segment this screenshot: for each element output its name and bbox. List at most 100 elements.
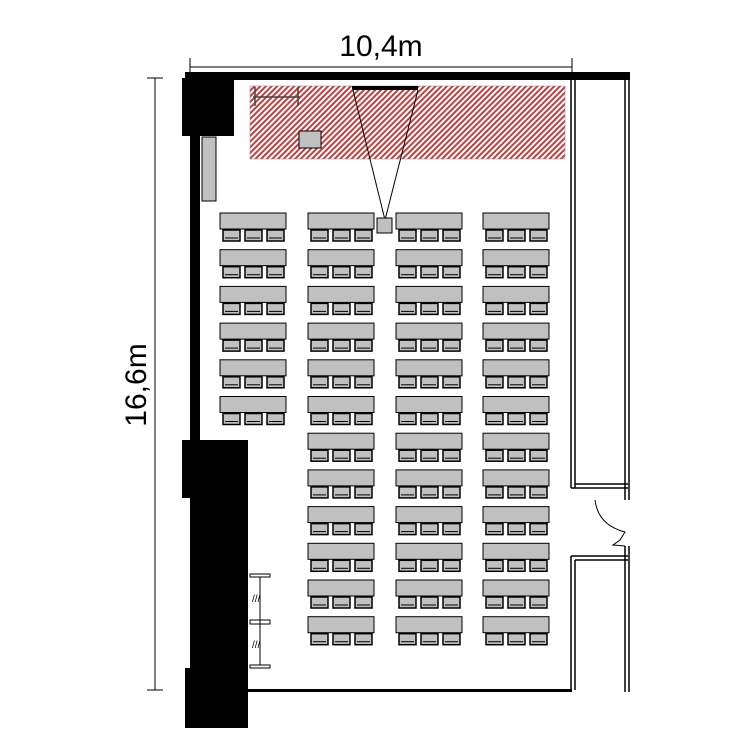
chair [420, 376, 439, 389]
desk [395, 506, 463, 524]
desk [307, 506, 375, 524]
chair [354, 596, 373, 609]
desk-unit [482, 359, 550, 389]
desk [307, 212, 375, 230]
desk-unit [219, 322, 287, 352]
desk-unit [395, 212, 463, 242]
desk [482, 579, 550, 597]
desk-unit [395, 249, 463, 279]
chair [507, 376, 526, 389]
chair [442, 376, 461, 389]
chair [529, 339, 548, 352]
chair [310, 449, 329, 462]
chair [354, 559, 373, 573]
desk-unit [482, 432, 550, 462]
chair [485, 522, 504, 536]
chair [266, 376, 285, 389]
chair [310, 376, 329, 389]
desk-unit [482, 579, 550, 609]
desk-layout [219, 212, 550, 646]
desk-unit [482, 285, 550, 316]
desk-unit [395, 542, 463, 573]
desk [307, 579, 375, 597]
chair [332, 229, 351, 242]
chair [420, 229, 439, 242]
chair [398, 632, 417, 646]
chair [485, 559, 504, 573]
chair [244, 339, 263, 352]
chair [266, 339, 285, 352]
chair [266, 412, 285, 426]
desk [307, 542, 375, 560]
desk-unit [482, 249, 550, 279]
desk-unit [307, 396, 375, 426]
chair [310, 412, 329, 426]
desk [482, 212, 550, 230]
desk [482, 432, 550, 450]
chair [529, 486, 548, 499]
chair [332, 449, 351, 462]
chair [398, 522, 417, 536]
chair [354, 265, 373, 279]
chair [529, 522, 548, 536]
desk-unit [307, 359, 375, 389]
chair [332, 339, 351, 352]
desk [482, 322, 550, 340]
desk-unit [307, 322, 375, 352]
chair [420, 449, 439, 462]
chair [332, 302, 351, 316]
chair [222, 302, 241, 316]
chair [420, 632, 439, 646]
desk [307, 396, 375, 413]
door-swing [594, 499, 626, 547]
chair [529, 229, 548, 242]
chair [398, 376, 417, 389]
desk-unit [307, 579, 375, 609]
desk [395, 359, 463, 377]
chair [398, 339, 417, 352]
chair [354, 522, 373, 536]
chair [310, 522, 329, 536]
desk [307, 249, 375, 267]
chair [222, 265, 241, 279]
chair [244, 376, 263, 389]
desk [395, 616, 463, 634]
width-dimension: 10,4m [189, 30, 573, 76]
desk-unit [307, 542, 375, 573]
chair [507, 632, 526, 646]
chair [222, 376, 241, 389]
desk [307, 616, 375, 634]
chair [332, 265, 351, 279]
chair [420, 596, 439, 609]
chair [529, 265, 548, 279]
desk-unit [307, 469, 375, 499]
chair [420, 412, 439, 426]
chair [354, 412, 373, 426]
chair [398, 412, 417, 426]
chair [398, 486, 417, 499]
chair [222, 339, 241, 352]
chair [398, 559, 417, 573]
chair [354, 632, 373, 646]
chair [485, 302, 504, 316]
chair [507, 412, 526, 426]
chair [507, 339, 526, 352]
desk-unit [395, 616, 463, 646]
desk [482, 506, 550, 524]
chair [266, 229, 285, 242]
chair [398, 229, 417, 242]
chair [442, 486, 461, 499]
chair [485, 449, 504, 462]
chair [420, 265, 439, 279]
chair [420, 522, 439, 536]
projection-beam [352, 89, 419, 221]
lectern [298, 130, 322, 149]
desk [482, 542, 550, 560]
chair [332, 559, 351, 573]
chair [332, 412, 351, 426]
desk [482, 285, 550, 303]
chair [507, 522, 526, 536]
desk [395, 322, 463, 340]
desk-unit [395, 322, 463, 352]
chair [485, 412, 504, 426]
